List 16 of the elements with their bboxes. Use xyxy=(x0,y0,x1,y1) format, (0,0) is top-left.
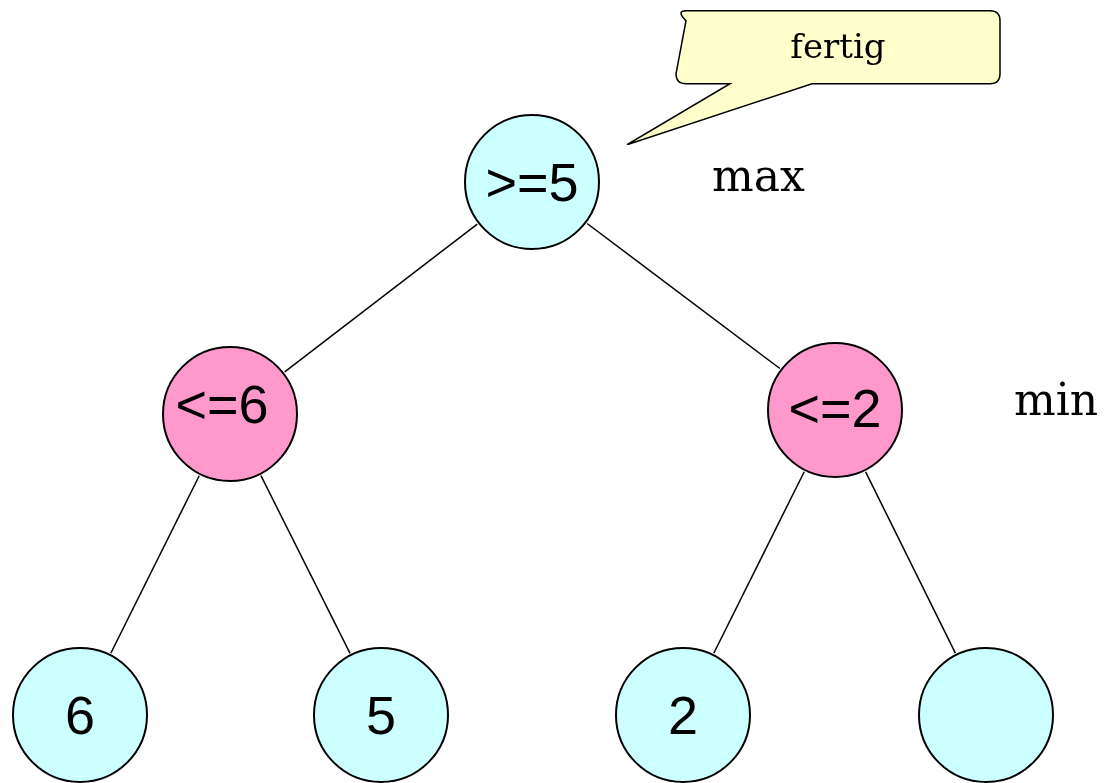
node-value: 6 xyxy=(65,688,95,742)
node-value: >=5 xyxy=(485,155,579,209)
tree-edge xyxy=(586,222,781,370)
level-label: min xyxy=(1014,378,1099,422)
tree-edge xyxy=(283,223,479,373)
callout-text: fertig xyxy=(790,29,886,63)
node-value: <=2 xyxy=(788,381,882,435)
node-value: 5 xyxy=(366,688,396,742)
tree-edge xyxy=(864,471,957,654)
node-value: <=6 xyxy=(175,377,269,431)
tree-edge xyxy=(110,475,200,654)
tree-edge xyxy=(713,471,805,654)
level-label: max xyxy=(712,154,805,198)
node-value: 2 xyxy=(668,688,698,742)
tree-edge xyxy=(260,474,351,655)
speech-bubble xyxy=(626,10,1001,145)
